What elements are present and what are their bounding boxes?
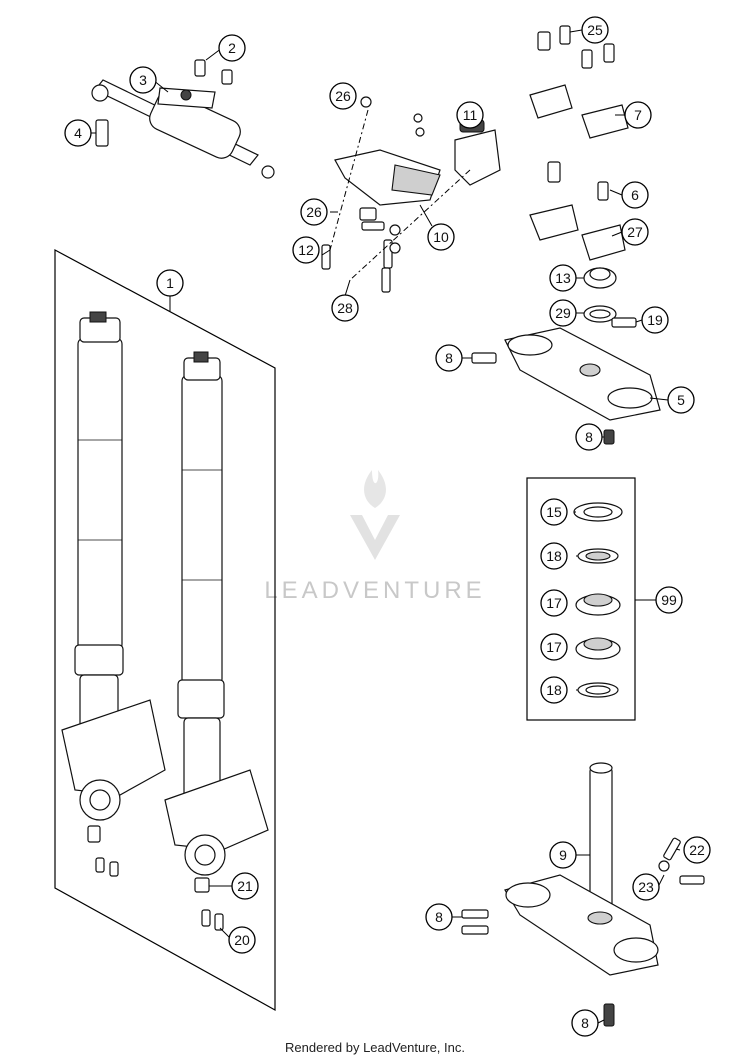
svg-text:18: 18 — [546, 548, 562, 564]
footer-credit: Rendered by LeadVenture, Inc. — [285, 1040, 465, 1055]
callout-27: 27 — [621, 218, 649, 246]
axis-line-left — [329, 109, 369, 251]
bracket-small-parts — [321, 96, 425, 293]
callout-28: 28 — [331, 294, 359, 322]
bearing-kit-parts — [573, 502, 623, 698]
watermark-brand-text: LEADVENTURE — [264, 577, 485, 604]
callout-23: 23 — [632, 873, 660, 901]
svg-text:22: 22 — [689, 842, 705, 858]
callout-15: 15 — [540, 498, 568, 526]
fork-leg-right — [164, 351, 269, 876]
callout-8-upper-bottom: 8 — [575, 423, 603, 451]
svg-text:11: 11 — [463, 107, 478, 123]
callout-26-lower: 26 — [300, 198, 328, 226]
callout-10: 10 — [427, 223, 455, 251]
callout-5: 5 — [667, 386, 695, 414]
svg-text:23: 23 — [638, 879, 654, 895]
svg-text:8: 8 — [581, 1015, 589, 1031]
svg-text:8: 8 — [585, 429, 593, 445]
callout-29: 29 — [549, 299, 577, 327]
svg-text:20: 20 — [234, 932, 250, 948]
callout-7: 7 — [624, 101, 652, 129]
svg-text:25: 25 — [587, 22, 603, 38]
svg-text:19: 19 — [647, 312, 663, 328]
callout-13: 13 — [549, 264, 577, 292]
upper-triple-clamp — [471, 317, 661, 445]
callout-8-upper: 8 — [435, 344, 463, 372]
svg-text:13: 13 — [555, 270, 571, 286]
svg-text:4: 4 — [74, 125, 82, 141]
svg-text:17: 17 — [546, 595, 562, 611]
svg-text:8: 8 — [445, 350, 453, 366]
callout-18-upper: 18 — [540, 542, 568, 570]
svg-text:17: 17 — [546, 639, 562, 655]
svg-text:29: 29 — [555, 305, 571, 321]
steering-nut-and-washer — [583, 267, 617, 323]
callout-99: 99 — [655, 586, 683, 614]
svg-text:27: 27 — [627, 224, 643, 240]
svg-text:10: 10 — [433, 229, 449, 245]
damper-bolts — [95, 59, 233, 147]
callout-3: 3 — [129, 66, 157, 94]
callout-22: 22 — [683, 836, 711, 864]
svg-text:21: 21 — [237, 878, 253, 894]
callout-9: 9 — [549, 841, 577, 869]
callout-6: 6 — [621, 181, 649, 209]
callout-4: 4 — [64, 119, 92, 147]
leadventure-watermark: LEADVENTURE — [264, 470, 485, 604]
callout-25: 25 — [581, 16, 609, 44]
fork-assembly-frame — [54, 248, 276, 1012]
steering-damper — [91, 79, 275, 179]
axis-line-right — [349, 169, 471, 281]
svg-text:99: 99 — [661, 592, 677, 608]
svg-text:6: 6 — [631, 187, 639, 203]
callout-17-lower: 17 — [540, 633, 568, 661]
fork-bolts — [87, 825, 224, 931]
callout-19: 19 — [641, 306, 669, 334]
svg-text:7: 7 — [634, 107, 642, 123]
callout-1: 1 — [156, 269, 184, 297]
lower-triple-clamp — [461, 762, 705, 1027]
callout-8-lower-bottom: 8 — [571, 1009, 599, 1037]
callout-2: 2 — [218, 34, 246, 62]
callout-21: 21 — [231, 872, 259, 900]
upper-clamp-parts — [529, 25, 629, 261]
callout-18-lower: 18 — [540, 676, 568, 704]
svg-text:3: 3 — [139, 72, 147, 88]
svg-text:26: 26 — [306, 204, 322, 220]
svg-text:1: 1 — [166, 275, 174, 291]
svg-text:28: 28 — [337, 300, 353, 316]
callout-26-upper: 26 — [329, 82, 357, 110]
svg-text:5: 5 — [677, 392, 685, 408]
svg-text:26: 26 — [335, 88, 351, 104]
svg-text:2: 2 — [228, 40, 236, 56]
callout-8-lower: 8 — [425, 903, 453, 931]
leader-lines — [90, 29, 681, 1024]
svg-text:15: 15 — [546, 504, 562, 520]
svg-text:9: 9 — [559, 847, 567, 863]
callout-20: 20 — [228, 926, 256, 954]
callout-11: 11 — [456, 101, 484, 129]
callout-17-upper: 17 — [540, 589, 568, 617]
callout-12: 12 — [292, 236, 320, 264]
svg-text:18: 18 — [546, 682, 562, 698]
bearing-kit-box — [526, 477, 636, 721]
svg-text:8: 8 — [435, 909, 443, 925]
svg-text:12: 12 — [298, 242, 314, 258]
fork-leg-left — [61, 311, 166, 821]
